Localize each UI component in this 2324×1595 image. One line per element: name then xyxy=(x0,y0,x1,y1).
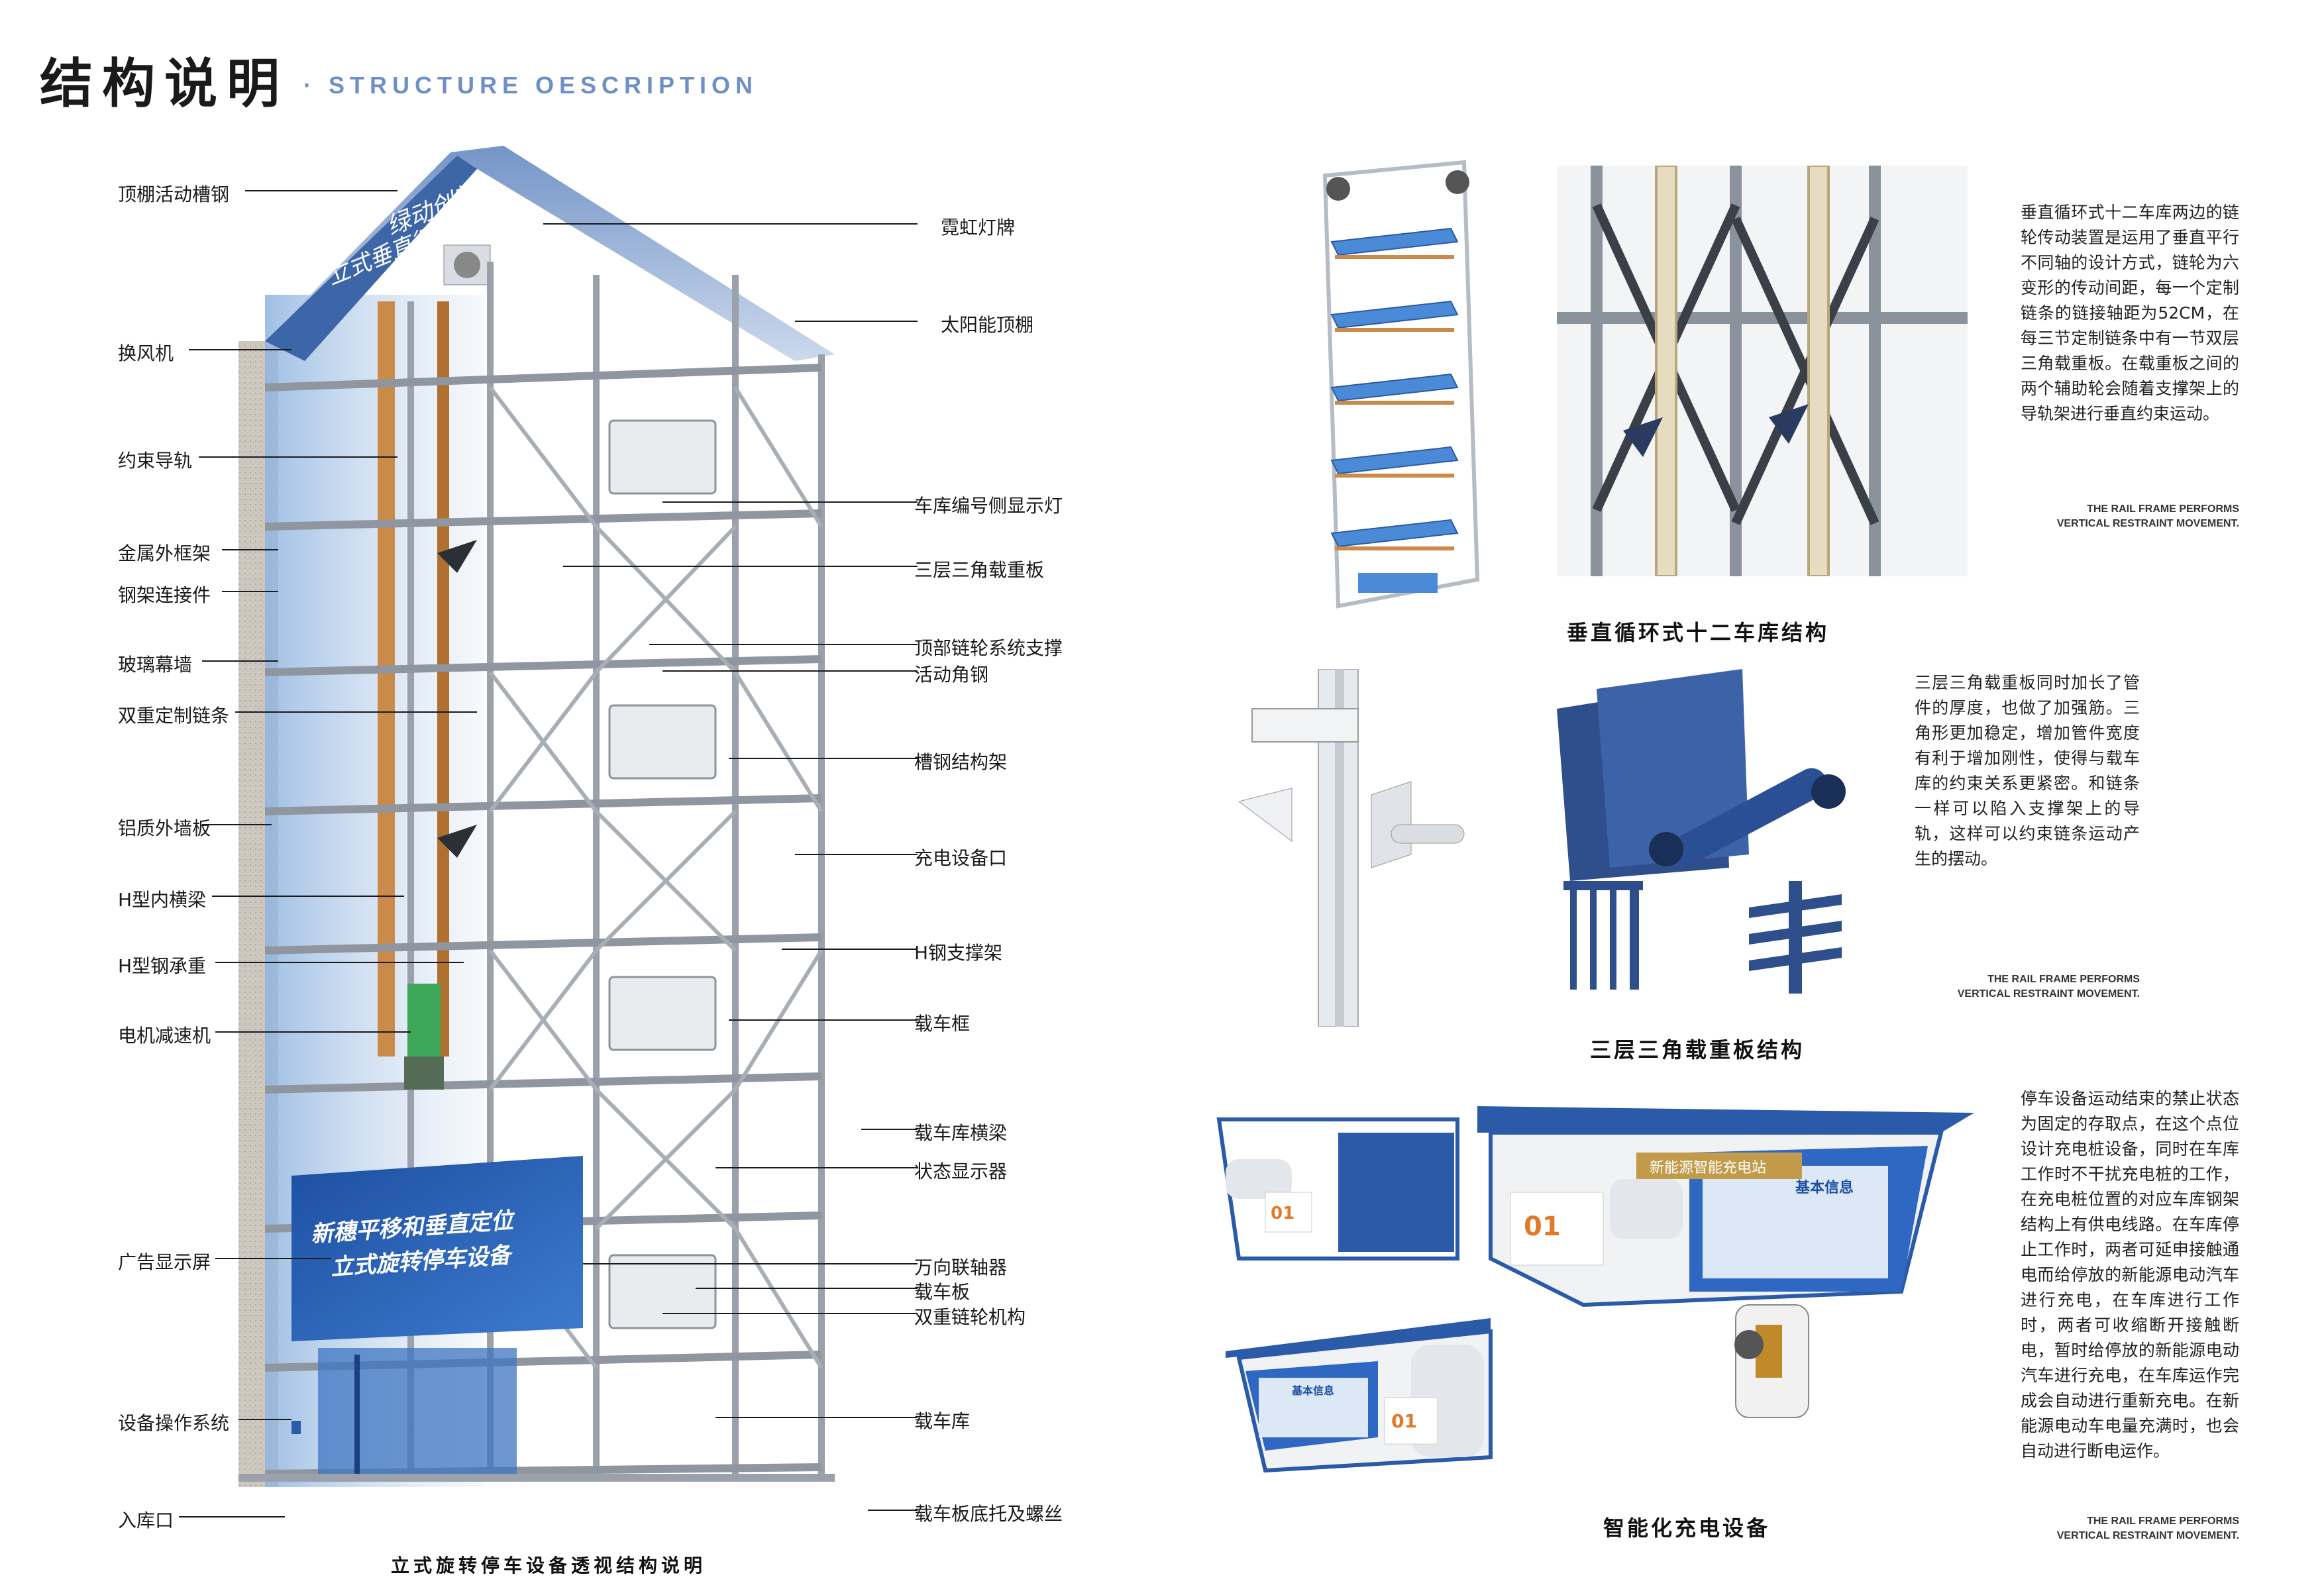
label-guide-rail: 约束导轨 xyxy=(118,450,193,472)
label-ventilator: 换风机 xyxy=(118,342,174,364)
section2-paragraph: 三层三角载重板同时加长了管件的厚度，也做了加强筋。三角形更加稳定，增加管件宽度有… xyxy=(1915,673,2140,868)
leader-lines xyxy=(179,190,918,1518)
section1-caption: 垂直循环式十二车库结构 xyxy=(1567,620,1830,645)
charging-device-render: 01 新能源智能充电站 基本信息 01 基本信息 01 xyxy=(1216,1106,1974,1473)
section3-paragraph: 停车设备运动结束的禁止状态为固定的存取点，在这个点位设计充电桩设备，同时在车库工… xyxy=(2021,1089,2239,1461)
section2-en-line2: VERTICAL RESTRAINT MOVEMENT. xyxy=(1957,988,2140,1000)
page-subtitle: · STRUCTURE OESCRIPTION xyxy=(303,72,759,99)
label-double-sprocket: 双重链轮机构 xyxy=(914,1306,1026,1328)
device3-screen-title: 基本信息 xyxy=(1291,1384,1334,1397)
label-channel-frame: 槽钢结构架 xyxy=(914,751,1008,773)
chain-garage-render xyxy=(1322,160,1480,609)
label-motor-reducer: 电机减速机 xyxy=(118,1025,211,1047)
rail-with-plate-render xyxy=(1239,669,1465,1027)
label-operation-system: 设备操作系统 xyxy=(118,1412,230,1434)
label-steel-connector: 钢架连接件 xyxy=(118,584,211,606)
section1-en-line2: VERTICAL RESTRAINT MOVEMENT. xyxy=(2056,518,2239,529)
section1-en-note: THE RAIL FRAME PERFORMS VERTICAL RESTRAI… xyxy=(1987,502,2239,531)
label-h-steel-bearing: H型钢承重 xyxy=(118,955,207,977)
label-metal-frame: 金属外框架 xyxy=(118,542,211,564)
label-garage: 载车库 xyxy=(914,1410,971,1432)
device2-screen-title: 基本信息 xyxy=(1795,1179,1854,1196)
section1-en-line1: THE RAIL FRAME PERFORMS xyxy=(2087,503,2239,515)
label-angle-steel: 活动角钢 xyxy=(914,664,989,686)
triangle-plate-render xyxy=(1557,669,1846,994)
device1-number: 01 xyxy=(1271,1204,1294,1223)
label-number-light: 车库编号侧显示灯 xyxy=(914,495,1063,517)
section3-caption: 智能化充电设备 xyxy=(1603,1516,1771,1541)
label-aluminum-panel: 铝质外墙板 xyxy=(118,817,211,839)
section2-en-line1: THE RAIL FRAME PERFORMS xyxy=(1987,974,2140,985)
label-glass-curtain: 玻璃幕墙 xyxy=(118,654,193,676)
label-charging-port: 充电设备口 xyxy=(914,847,1008,869)
label-entry-gate: 入库口 xyxy=(118,1510,174,1531)
section1-paragraph: 垂直循环式十二车库两边的链轮传动装置是运用了垂直平行不同轴的设计方式，链轮为六变… xyxy=(2021,203,2239,423)
device2-banner: 新能源智能充电站 xyxy=(1650,1160,1766,1176)
label-status-display: 状态显示器 xyxy=(914,1160,1008,1182)
device3-number: 01 xyxy=(1391,1410,1417,1432)
label-crossbeam: 载车库横梁 xyxy=(914,1122,1008,1144)
section2-caption: 三层三角载重板结构 xyxy=(1590,1037,1805,1062)
label-carrier-plate: 载车板 xyxy=(914,1281,971,1303)
label-h-support: H钢支撑架 xyxy=(914,942,1003,964)
label-top-sprocket-support: 顶部链轮系统支撑 xyxy=(914,637,1063,659)
label-h-inner-beam: H型内横梁 xyxy=(118,889,207,911)
steel-frame-closeup xyxy=(1557,166,1968,576)
label-solar-roof: 太阳能顶棚 xyxy=(941,314,1034,336)
label-ad-screen: 广告显示屏 xyxy=(118,1251,211,1273)
section3-en-note: THE RAIL FRAME PERFORMS VERTICAL RESTRAI… xyxy=(1987,1514,2239,1543)
device2-number: 01 xyxy=(1524,1211,1561,1242)
label-plate-base: 载车板底托及螺丝 xyxy=(914,1503,1063,1525)
section3-en-line2: VERTICAL RESTRAINT MOVEMENT. xyxy=(2056,1530,2239,1541)
section3-en-line1: THE RAIL FRAME PERFORMS xyxy=(2087,1516,2239,1527)
label-universal-coupling: 万向联轴器 xyxy=(914,1257,1008,1278)
section2-en-note: THE RAIL FRAME PERFORMS VERTICAL RESTRAI… xyxy=(1888,972,2140,1002)
label-double-chain: 双重定制链条 xyxy=(118,705,230,727)
label-triangle-plate: 三层三角载重板 xyxy=(914,559,1045,581)
label-roof-channel: 顶棚活动槽钢 xyxy=(118,183,230,205)
tower-caption: 立式旋转停车设备透视结构说明 xyxy=(391,1555,707,1576)
parking-tower-illustration: 绿动创新 立式垂直循环停车库 xyxy=(238,146,835,1487)
page-title: 结构说明 xyxy=(40,53,289,115)
label-carrier-frame: 载车框 xyxy=(914,1013,971,1035)
label-neon-sign: 霓虹灯牌 xyxy=(941,217,1016,238)
